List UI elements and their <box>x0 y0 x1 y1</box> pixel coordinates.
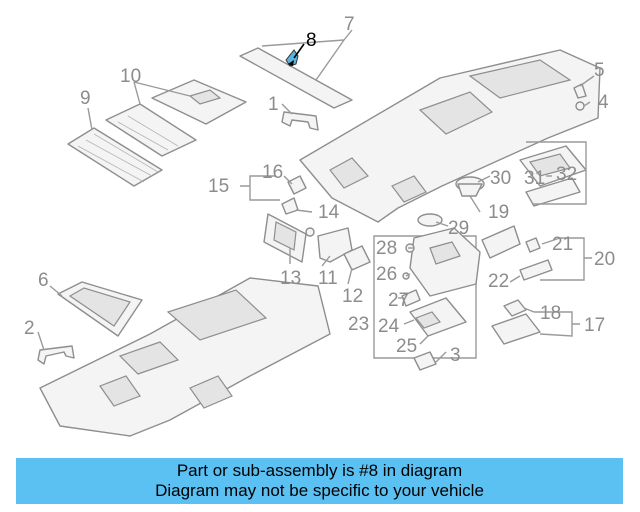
info-banner: Part or sub-assembly is #8 in diagram Di… <box>16 458 623 504</box>
overhead-console <box>401 227 481 371</box>
callout-29: 29 <box>448 218 469 239</box>
roof-trim-strip <box>239 47 353 109</box>
clip-4-5 <box>573 83 587 111</box>
callout-24: 24 <box>378 316 400 337</box>
callout-26: 26 <box>376 264 397 285</box>
callout-7: 7 <box>344 14 355 35</box>
callout-15: 15 <box>208 176 229 197</box>
lamp-30 <box>455 176 485 197</box>
callout-9: 9 <box>80 88 91 109</box>
visor-bracket-11 <box>317 227 353 263</box>
leader-lines <box>37 29 595 363</box>
grab-handle-upper <box>281 111 319 131</box>
callout-18: 18 <box>540 303 561 324</box>
callout-17: 17 <box>584 315 605 336</box>
callout-28: 28 <box>376 238 397 259</box>
visor-clip-12 <box>343 245 371 271</box>
dome-lamp-29 <box>417 213 443 227</box>
lens-18 <box>503 299 527 317</box>
banner-line-disclaimer: Diagram may not be specific to your vehi… <box>155 481 484 500</box>
callout-21: 21 <box>552 234 573 255</box>
callout-23: 23 <box>348 314 369 335</box>
bulb-21 <box>525 237 541 253</box>
parts-diagram: 1 2 3 4 5 6 7 8 9 10 11 12 13 14 15 16 1… <box>24 14 615 437</box>
upper-headliner <box>299 49 601 223</box>
insulator-panel-9 <box>67 127 163 187</box>
callout-4: 4 <box>598 92 609 113</box>
insulator-panel-10b <box>151 79 247 125</box>
lower-headliner <box>39 277 331 437</box>
callout-27: 27 <box>388 290 409 311</box>
callout-3: 3 <box>450 345 461 366</box>
lamp-17 <box>491 313 541 345</box>
banner-line-part: Part or sub-assembly is #8 in diagram <box>176 461 463 480</box>
callout-5: 5 <box>594 60 605 81</box>
callout-32: 32 <box>556 164 577 185</box>
callout-1: 1 <box>268 94 279 115</box>
lamp-22 <box>519 259 553 281</box>
map-lamp-20 <box>481 225 521 259</box>
callout-30: 30 <box>490 168 511 189</box>
sunroof-frame <box>57 281 143 337</box>
highlighted-part-8 <box>285 43 305 67</box>
callout-8: 8 <box>306 30 317 51</box>
callout-labels: 1 2 3 4 5 6 7 8 9 10 11 12 13 14 15 16 1… <box>24 14 615 366</box>
callout-11: 11 <box>318 268 338 289</box>
callout-12: 12 <box>342 286 363 307</box>
insulator-panel-10a <box>105 103 197 157</box>
callout-2: 2 <box>24 318 35 339</box>
callout-6: 6 <box>38 270 49 291</box>
sun-visor-13 <box>263 213 307 263</box>
callout-22: 22 <box>488 271 509 292</box>
callout-20: 20 <box>594 249 615 270</box>
callout-19: 19 <box>488 202 509 223</box>
console-31 <box>519 145 587 207</box>
callout-16: 16 <box>262 162 283 183</box>
callout-31: 31 <box>524 168 545 189</box>
callout-25: 25 <box>396 336 417 357</box>
grab-handle-lower <box>37 345 75 365</box>
callout-13: 13 <box>280 268 301 289</box>
small-clip-14-16 <box>281 175 315 237</box>
callout-10: 10 <box>120 66 141 87</box>
callout-14: 14 <box>318 202 340 223</box>
